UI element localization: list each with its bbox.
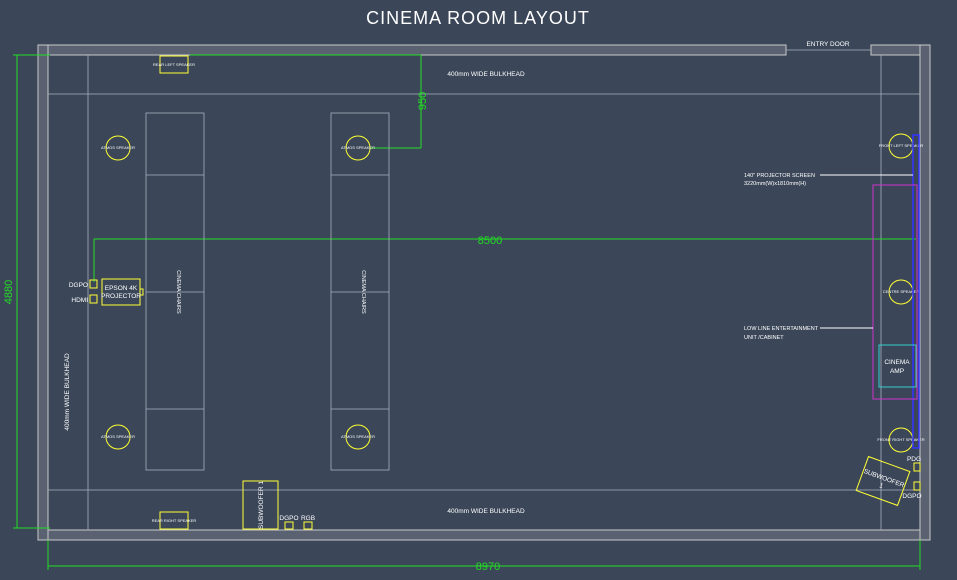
atmos-speaker-4: ATMOS SPEAKER: [341, 424, 375, 450]
svg-text:AMP: AMP: [890, 368, 904, 375]
centre-speaker: CENTRE SPEAKER: [883, 279, 920, 305]
dimension-height-label: 4880: [3, 280, 15, 304]
svg-text:EPSON 4K: EPSON 4K: [105, 285, 138, 292]
dimension-projection: [93, 238, 916, 282]
front-left-speaker: FRONT LEFT SPEAKER: [879, 133, 924, 159]
dimension-speaker-offset: [190, 54, 422, 149]
svg-text:ATMOS SPEAKER: ATMOS SPEAKER: [101, 434, 135, 439]
projector: EPSON 4K PROJECTOR: [101, 278, 144, 306]
svg-text:ATMOS SPEAKER: ATMOS SPEAKER: [341, 145, 375, 150]
svg-text:CENTRE SPEAKER: CENTRE SPEAKER: [883, 289, 920, 294]
dimension-width-label: 8970: [476, 561, 500, 573]
chairs-row2-label: CINEMA CHAIRS: [360, 270, 366, 314]
svg-text:REAR LEFT SPEAKER: REAR LEFT SPEAKER: [153, 62, 195, 67]
dimension-width: [47, 540, 921, 570]
svg-text:HDMI: HDMI: [71, 297, 88, 304]
entry-door-label: ENTRY DOOR: [806, 41, 849, 48]
svg-text:FRONT LEFT SPEAKER: FRONT LEFT SPEAKER: [879, 143, 924, 148]
atmos-speaker-2: ATMOS SPEAKER: [341, 135, 375, 161]
chairs-row1-label: CINEMA CHAIRS: [175, 270, 181, 314]
subwoofer-1: SUBWOOFER 1 DGPO RGB: [242, 480, 315, 530]
svg-text:PROJECTOR: PROJECTOR: [101, 293, 141, 300]
cabinet-label-line2: UNIT /CABINET: [744, 335, 784, 341]
cinema-chairs-row-1: [145, 112, 205, 471]
atmos-speaker-1: ATMOS SPEAKER: [101, 135, 135, 161]
svg-text:DGPO: DGPO: [902, 493, 921, 500]
cinema-amp: CINEMA AMP: [878, 344, 917, 388]
svg-text:SUBWOOFER 1: SUBWOOFER 1: [258, 481, 265, 529]
dimension-offset-label: 950: [417, 92, 429, 110]
svg-text:1: 1: [878, 482, 884, 490]
projector-screen: [912, 134, 920, 449]
svg-text:RGB: RGB: [301, 515, 315, 522]
screen-label-line1: 140" PROJECTOR SCREEN: [744, 173, 815, 179]
svg-text:SUBWOOFER: SUBWOOFER: [863, 468, 906, 489]
atmos-speaker-3: ATMOS SPEAKER: [101, 424, 135, 450]
svg-text:ATMOS SPEAKER: ATMOS SPEAKER: [101, 145, 135, 150]
screen-label-line2: 3220mm(W)x1810mm(H): [744, 181, 806, 187]
bulkhead-top-label: 400mm WIDE BULKHEAD: [447, 71, 525, 78]
bulkhead-lines: [48, 55, 920, 530]
entertainment-cabinet: [872, 184, 918, 400]
page-title: CINEMA ROOM LAYOUT: [366, 8, 590, 28]
dimension-projection-label: 8500: [478, 235, 502, 247]
cabinet-label-line1: LOW LINE ENTERTAINMENT: [744, 326, 819, 332]
cinema-chairs-row-2: [330, 112, 390, 471]
svg-text:FRONT RIGHT SPEAKER: FRONT RIGHT SPEAKER: [877, 437, 924, 442]
rear-left-speaker: REAR LEFT SPEAKER: [153, 55, 195, 74]
projector-outlets: DGPO HDMI: [69, 279, 98, 304]
svg-text:CINEMA: CINEMA: [884, 359, 910, 366]
subwoofer-2: SUBWOOFER 1 PDG DGPO: [855, 455, 922, 507]
room-walls: [37, 44, 931, 541]
svg-text:PDG: PDG: [907, 456, 921, 463]
bulkhead-bottom-label: 400mm WIDE BULKHEAD: [447, 508, 525, 515]
svg-text:REAR RIGHT SPEAKER: REAR RIGHT SPEAKER: [152, 518, 197, 523]
dimension-height: [13, 54, 50, 529]
svg-text:DGPO: DGPO: [69, 282, 88, 289]
bulkhead-left-label: 400mm WIDE BULKHEAD: [64, 353, 71, 431]
rear-right-speaker: REAR RIGHT SPEAKER: [152, 511, 197, 530]
svg-text:ATMOS SPEAKER: ATMOS SPEAKER: [341, 434, 375, 439]
svg-text:DGPO: DGPO: [279, 515, 298, 522]
